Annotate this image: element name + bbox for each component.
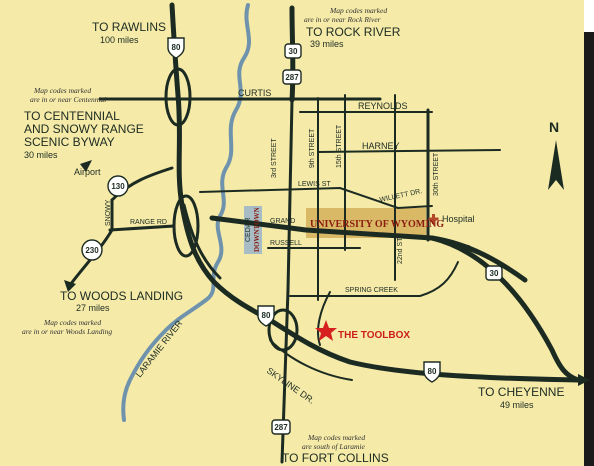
south-note-2: are south of Laramie xyxy=(302,442,366,451)
reynolds-label: REYNOLDS xyxy=(358,101,408,111)
interchange-south xyxy=(267,308,299,352)
svg-text:30: 30 xyxy=(289,47,298,56)
lewis-label: LEWIS ST xyxy=(298,181,331,188)
rock-river-title: TO ROCK RIVER xyxy=(306,25,401,39)
cheyenne-title: TO CHEYENNE xyxy=(478,385,564,399)
centennial-title-3: SCENIC BYWAY xyxy=(24,135,115,149)
skyline-road xyxy=(269,339,353,381)
i80-shield-mid: 80 xyxy=(257,305,275,327)
svg-text:30: 30 xyxy=(490,269,499,278)
thirtieth-street-label: 30th STREET xyxy=(433,152,440,196)
grand-label: GRAND xyxy=(270,218,295,225)
harney-road xyxy=(317,149,501,153)
svg-text:N: N xyxy=(549,119,559,135)
ninth-street-label: 9th STREET xyxy=(309,128,316,168)
centennial-note-2: are in or near Centennial xyxy=(30,95,106,104)
map-dark-edge xyxy=(584,32,594,466)
cheyenne-dist: 49 miles xyxy=(500,400,534,410)
centennial-dist: 30 miles xyxy=(24,150,58,160)
hospital-label: Hospital xyxy=(442,214,475,224)
us287-shield-north: 287 xyxy=(282,69,302,85)
svg-text:287: 287 xyxy=(274,423,288,432)
spring-creek-label: SPRING CREEK xyxy=(345,287,398,294)
woods-note-1: Map codes marked xyxy=(43,318,101,327)
twentysecond-street-label: 22nd ST xyxy=(397,237,404,264)
us30-shield-east: 30 xyxy=(485,265,503,281)
i80-road-parallel xyxy=(182,203,222,280)
rock-river-dist: 39 miles xyxy=(310,39,344,49)
toolbox-label: THE TOOLBOX xyxy=(338,330,410,341)
centennial-title-2: AND SNOWY RANGE xyxy=(24,122,144,136)
range-road xyxy=(108,224,176,232)
arrow-centennial xyxy=(80,160,92,172)
svg-text:80: 80 xyxy=(428,367,437,376)
woods-dist: 27 miles xyxy=(76,303,110,313)
third-street-label: 3rd STREET xyxy=(271,138,278,178)
russell-label: RUSSELL xyxy=(270,240,302,247)
spring-creek-road xyxy=(289,261,459,297)
woods-title: TO WOODS LANDING xyxy=(60,289,183,303)
rawlins-dist: 100 miles xyxy=(100,35,139,45)
us30-shield-north: 30 xyxy=(284,43,302,59)
airport-label: Airport xyxy=(74,167,101,177)
svg-text:287: 287 xyxy=(285,73,299,82)
arrow-woods xyxy=(64,280,76,292)
svg-text:230: 230 xyxy=(85,246,99,255)
third-street xyxy=(280,98,294,464)
us287-shield-south: 287 xyxy=(271,419,291,435)
hospital-cross-icon xyxy=(428,214,439,224)
i80-shield-north: 80 xyxy=(167,37,185,59)
curtis-label: CURTIS xyxy=(238,88,271,98)
i80-road xyxy=(169,2,581,383)
snowy-label: SNOWY xyxy=(105,199,112,226)
fifteenth-street-label: 15th STREET xyxy=(336,124,343,168)
svg-text:80: 80 xyxy=(262,311,271,320)
wy230-shield: 230 xyxy=(81,239,103,261)
rock-river-note-2: are in or near Rock River xyxy=(304,15,381,24)
downtown-area xyxy=(244,206,262,254)
compass-north-icon: N xyxy=(548,119,564,190)
harney-label: HARNEY xyxy=(362,141,400,151)
fort-collins-title: TO FORT COLLINS xyxy=(282,451,389,465)
svg-text:80: 80 xyxy=(172,43,181,52)
downtown-label: DOWNTOWN xyxy=(253,207,261,252)
centennial-title-1: TO CENTENNIAL xyxy=(24,109,120,123)
rock-river-note-1: Map codes marked xyxy=(329,6,387,15)
lewis-street xyxy=(199,186,433,210)
university-label: UNIVERSITY OF WYOMING xyxy=(310,219,444,230)
interchange-north xyxy=(164,67,192,127)
cedar-label: CEDAR xyxy=(245,217,252,242)
i80-shield-east: 80 xyxy=(423,361,441,383)
us30-east-road xyxy=(429,235,581,383)
centennial-note-1: Map codes marked xyxy=(33,86,91,95)
south-note-1: Map codes marked xyxy=(307,433,365,442)
wy130-shield: 130 xyxy=(107,175,129,197)
arrow-cheyenne xyxy=(578,374,590,386)
laramie-river xyxy=(121,3,251,422)
south-loop-road xyxy=(317,291,331,346)
svg-text:130: 130 xyxy=(111,182,125,191)
range-rd-label: RANGE RD xyxy=(130,219,167,226)
woods-note-2: are in or near Woods Landing xyxy=(22,327,112,336)
rawlins-title: TO RAWLINS xyxy=(92,20,166,34)
star-icon xyxy=(315,320,337,341)
